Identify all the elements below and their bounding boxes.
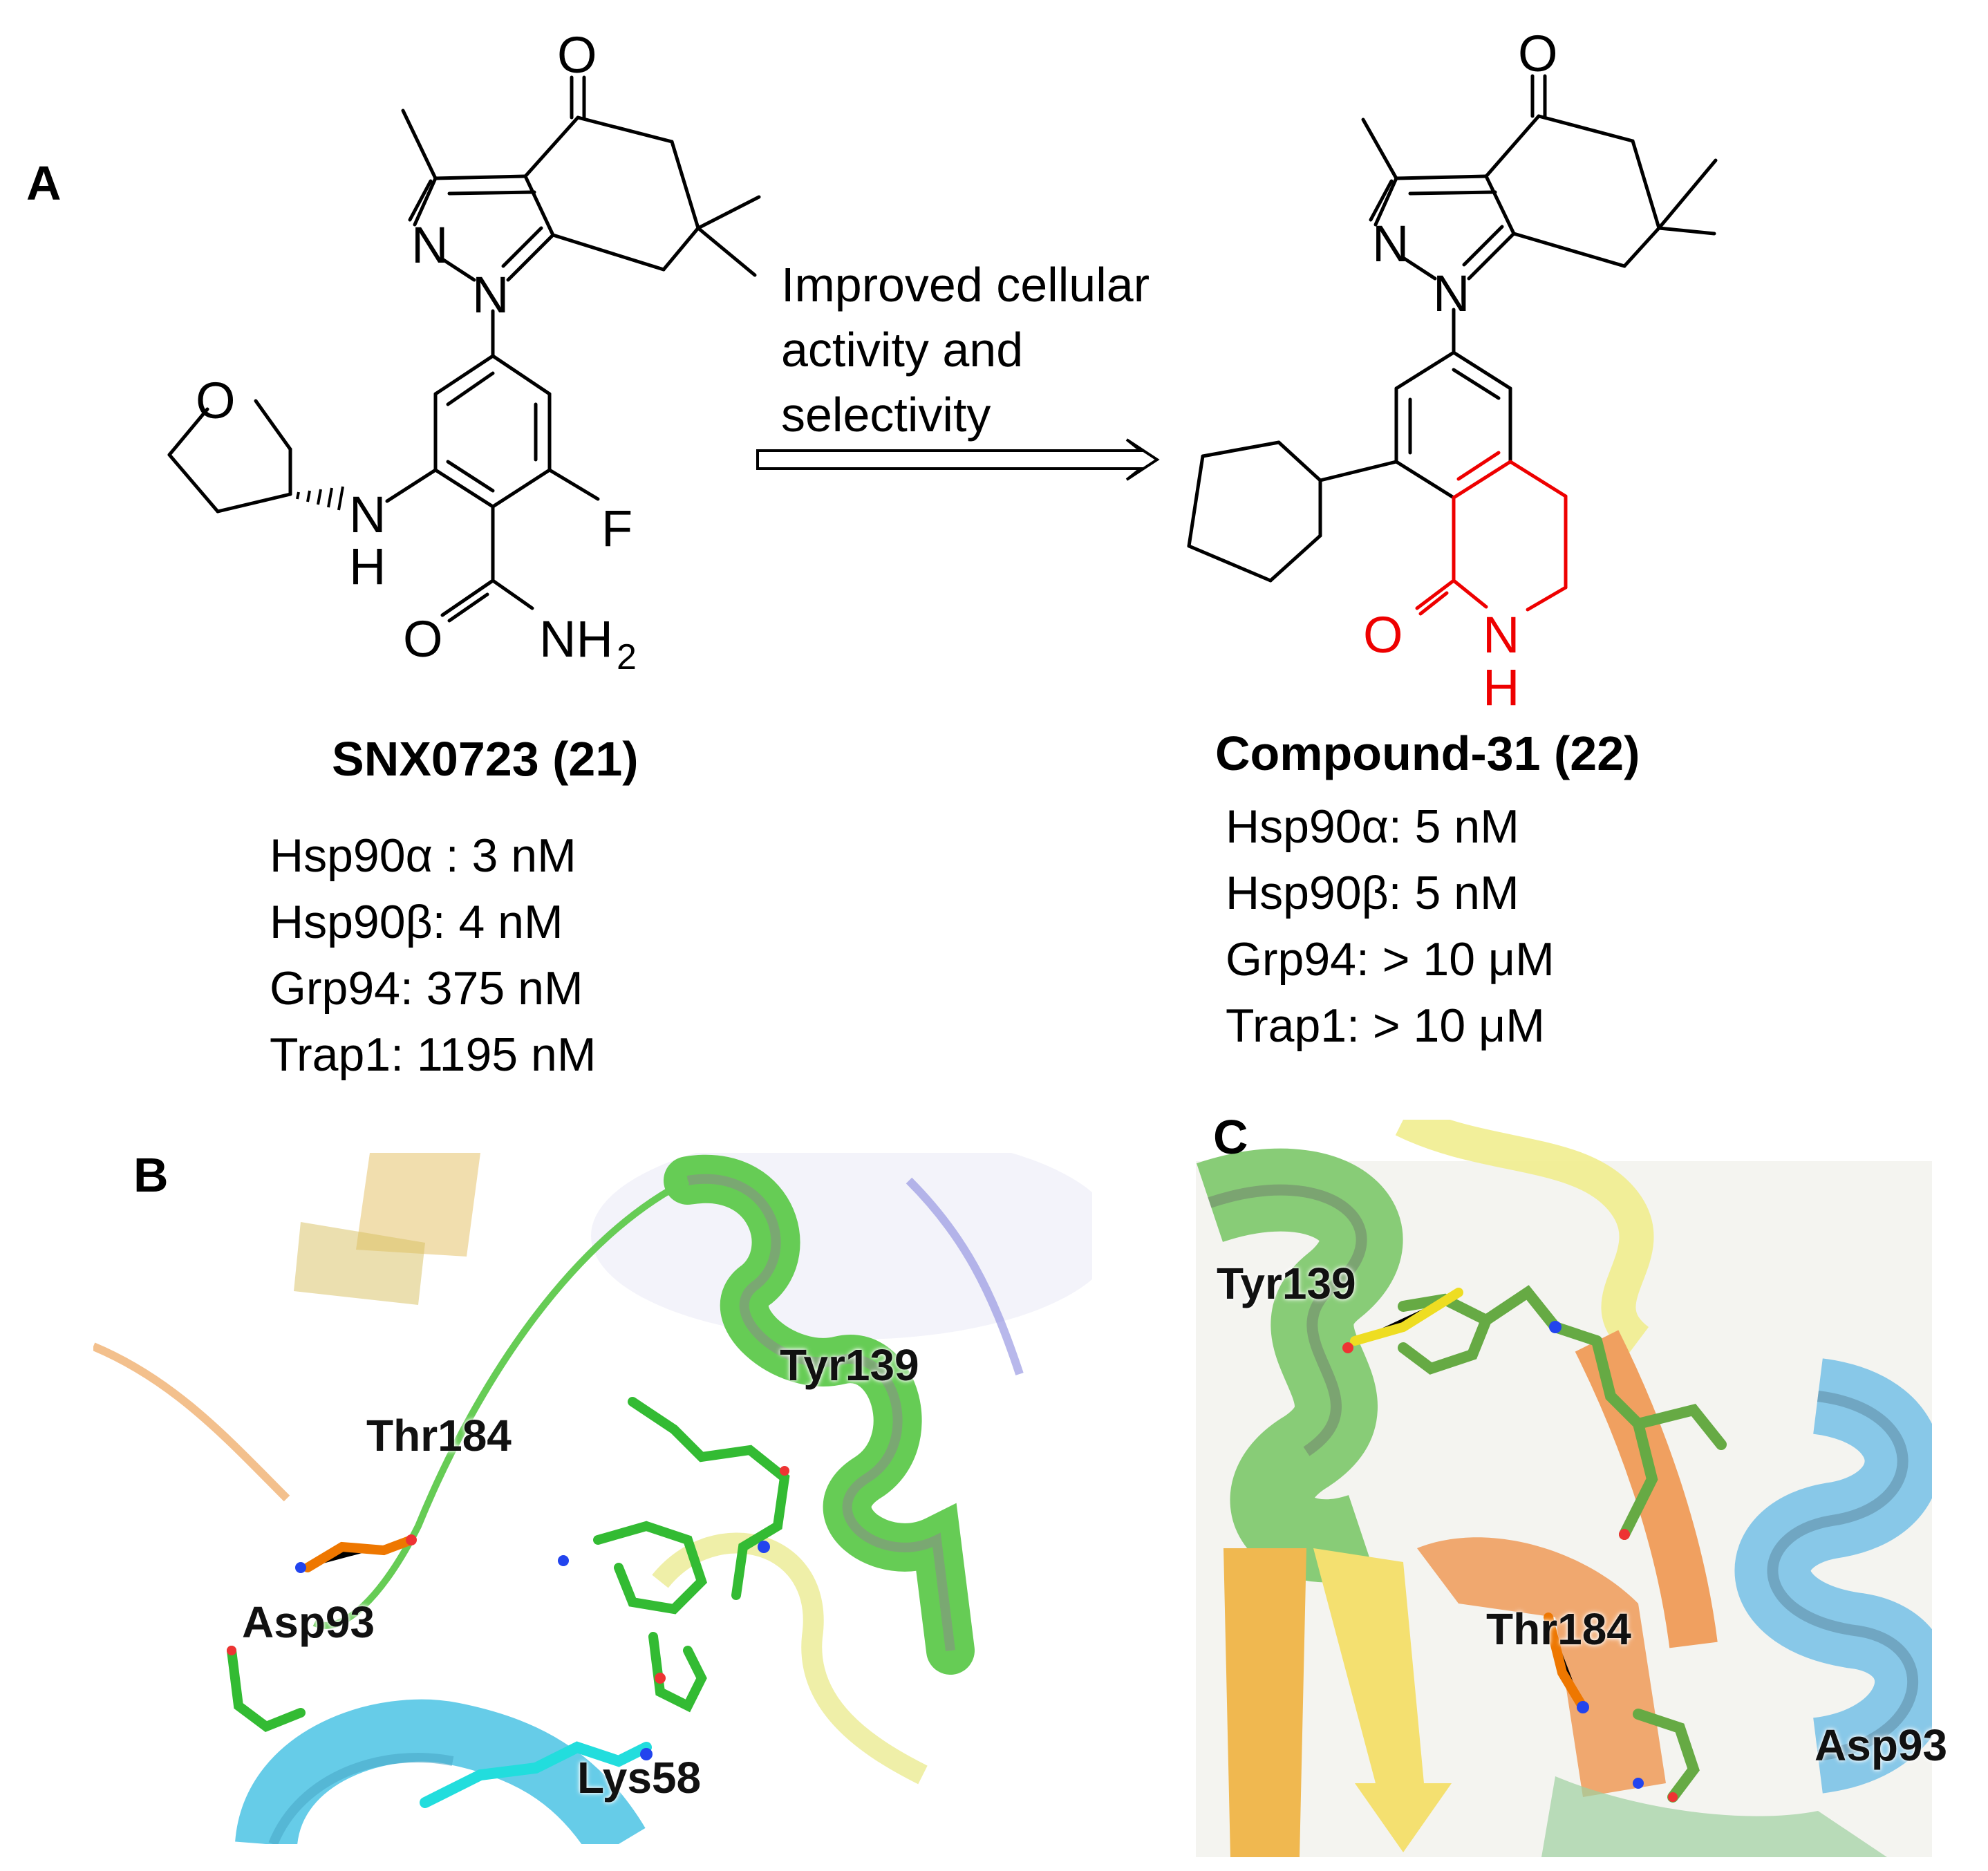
- residue-label-asp93: Asp93: [242, 1597, 375, 1647]
- atom-o: O: [403, 610, 443, 668]
- compound-name-snx0723: SNX0723 (21): [332, 732, 639, 786]
- atom-n: N: [1483, 606, 1519, 664]
- atom-o: O: [196, 372, 236, 429]
- arrow-caption-line: activity and: [781, 323, 1024, 377]
- activity-hsp90a: Hsp90α: 5 nM: [1226, 800, 1519, 853]
- activity-hsp90b: Hsp90β: 4 nM: [270, 896, 563, 948]
- protein-render-c: [1196, 1120, 1932, 1857]
- atom-h: H: [1483, 659, 1519, 716]
- arrow-caption-line: Improved cellular: [781, 258, 1150, 312]
- arrow-caption-line: selectivity: [781, 388, 991, 442]
- residue-label-lys58: Lys58: [577, 1753, 702, 1803]
- protein-render-b: [93, 1153, 1092, 1844]
- residue-label-tyr139: Tyr139: [780, 1340, 919, 1390]
- snx0723-structure: O N N F O NH 2 O N H: [167, 26, 761, 677]
- residue-label-tyr139: Tyr139: [1217, 1259, 1356, 1308]
- atom-n: N: [1433, 265, 1470, 322]
- protein-cartoon-b: [93, 1153, 1092, 1844]
- residue-label-asp93: Asp93: [1814, 1720, 1948, 1770]
- reaction-arrow-icon: [756, 438, 1160, 481]
- protein-cartoon-c: [1196, 1120, 1932, 1857]
- activity-list-right: Hsp90α: 5 nM Hsp90β: 5 nM Grp94: > 10 μM…: [1226, 793, 1555, 1059]
- atom-nh: NH: [539, 610, 613, 668]
- activity-hsp90b: Hsp90β: 5 nM: [1226, 867, 1519, 919]
- activity-hsp90a: Hsp90α : 3 nM: [270, 829, 576, 882]
- activity-grp94: Grp94: 375 nM: [270, 962, 583, 1015]
- compound-name-compound-31: Compound-31 (22): [1215, 726, 1640, 780]
- atom-o: O: [1518, 25, 1558, 82]
- atom-n: N: [1372, 215, 1409, 272]
- residue-label-thr184: Thr184: [1486, 1604, 1631, 1654]
- atom-subscript: 2: [617, 637, 637, 677]
- atom-n: N: [472, 266, 509, 323]
- panel-label-c: C: [1213, 1110, 1248, 1164]
- activity-grp94: Grp94: > 10 μM: [1226, 933, 1555, 986]
- atom-n: N: [411, 216, 448, 274]
- activity-list-left: Hsp90α : 3 nM Hsp90β: 4 nM Grp94: 375 nM…: [270, 822, 596, 1088]
- arrow-caption: Improved cellular activity and selectivi…: [781, 252, 1150, 447]
- residue-label-thr184: Thr184: [366, 1411, 512, 1460]
- compound-31-structure: O N H O N N: [1187, 25, 1718, 716]
- atom-h: H: [349, 538, 386, 595]
- activity-trap1: Trap1: > 10 μM: [1226, 999, 1545, 1052]
- panel-label-a: A: [26, 156, 62, 210]
- atom-f: F: [601, 500, 632, 557]
- activity-trap1: Trap1: 1195 nM: [270, 1028, 597, 1081]
- panel-label-b: B: [133, 1148, 169, 1202]
- atom-o: O: [1363, 606, 1403, 664]
- atom-o: O: [557, 26, 597, 84]
- atom-n: N: [349, 486, 386, 543]
